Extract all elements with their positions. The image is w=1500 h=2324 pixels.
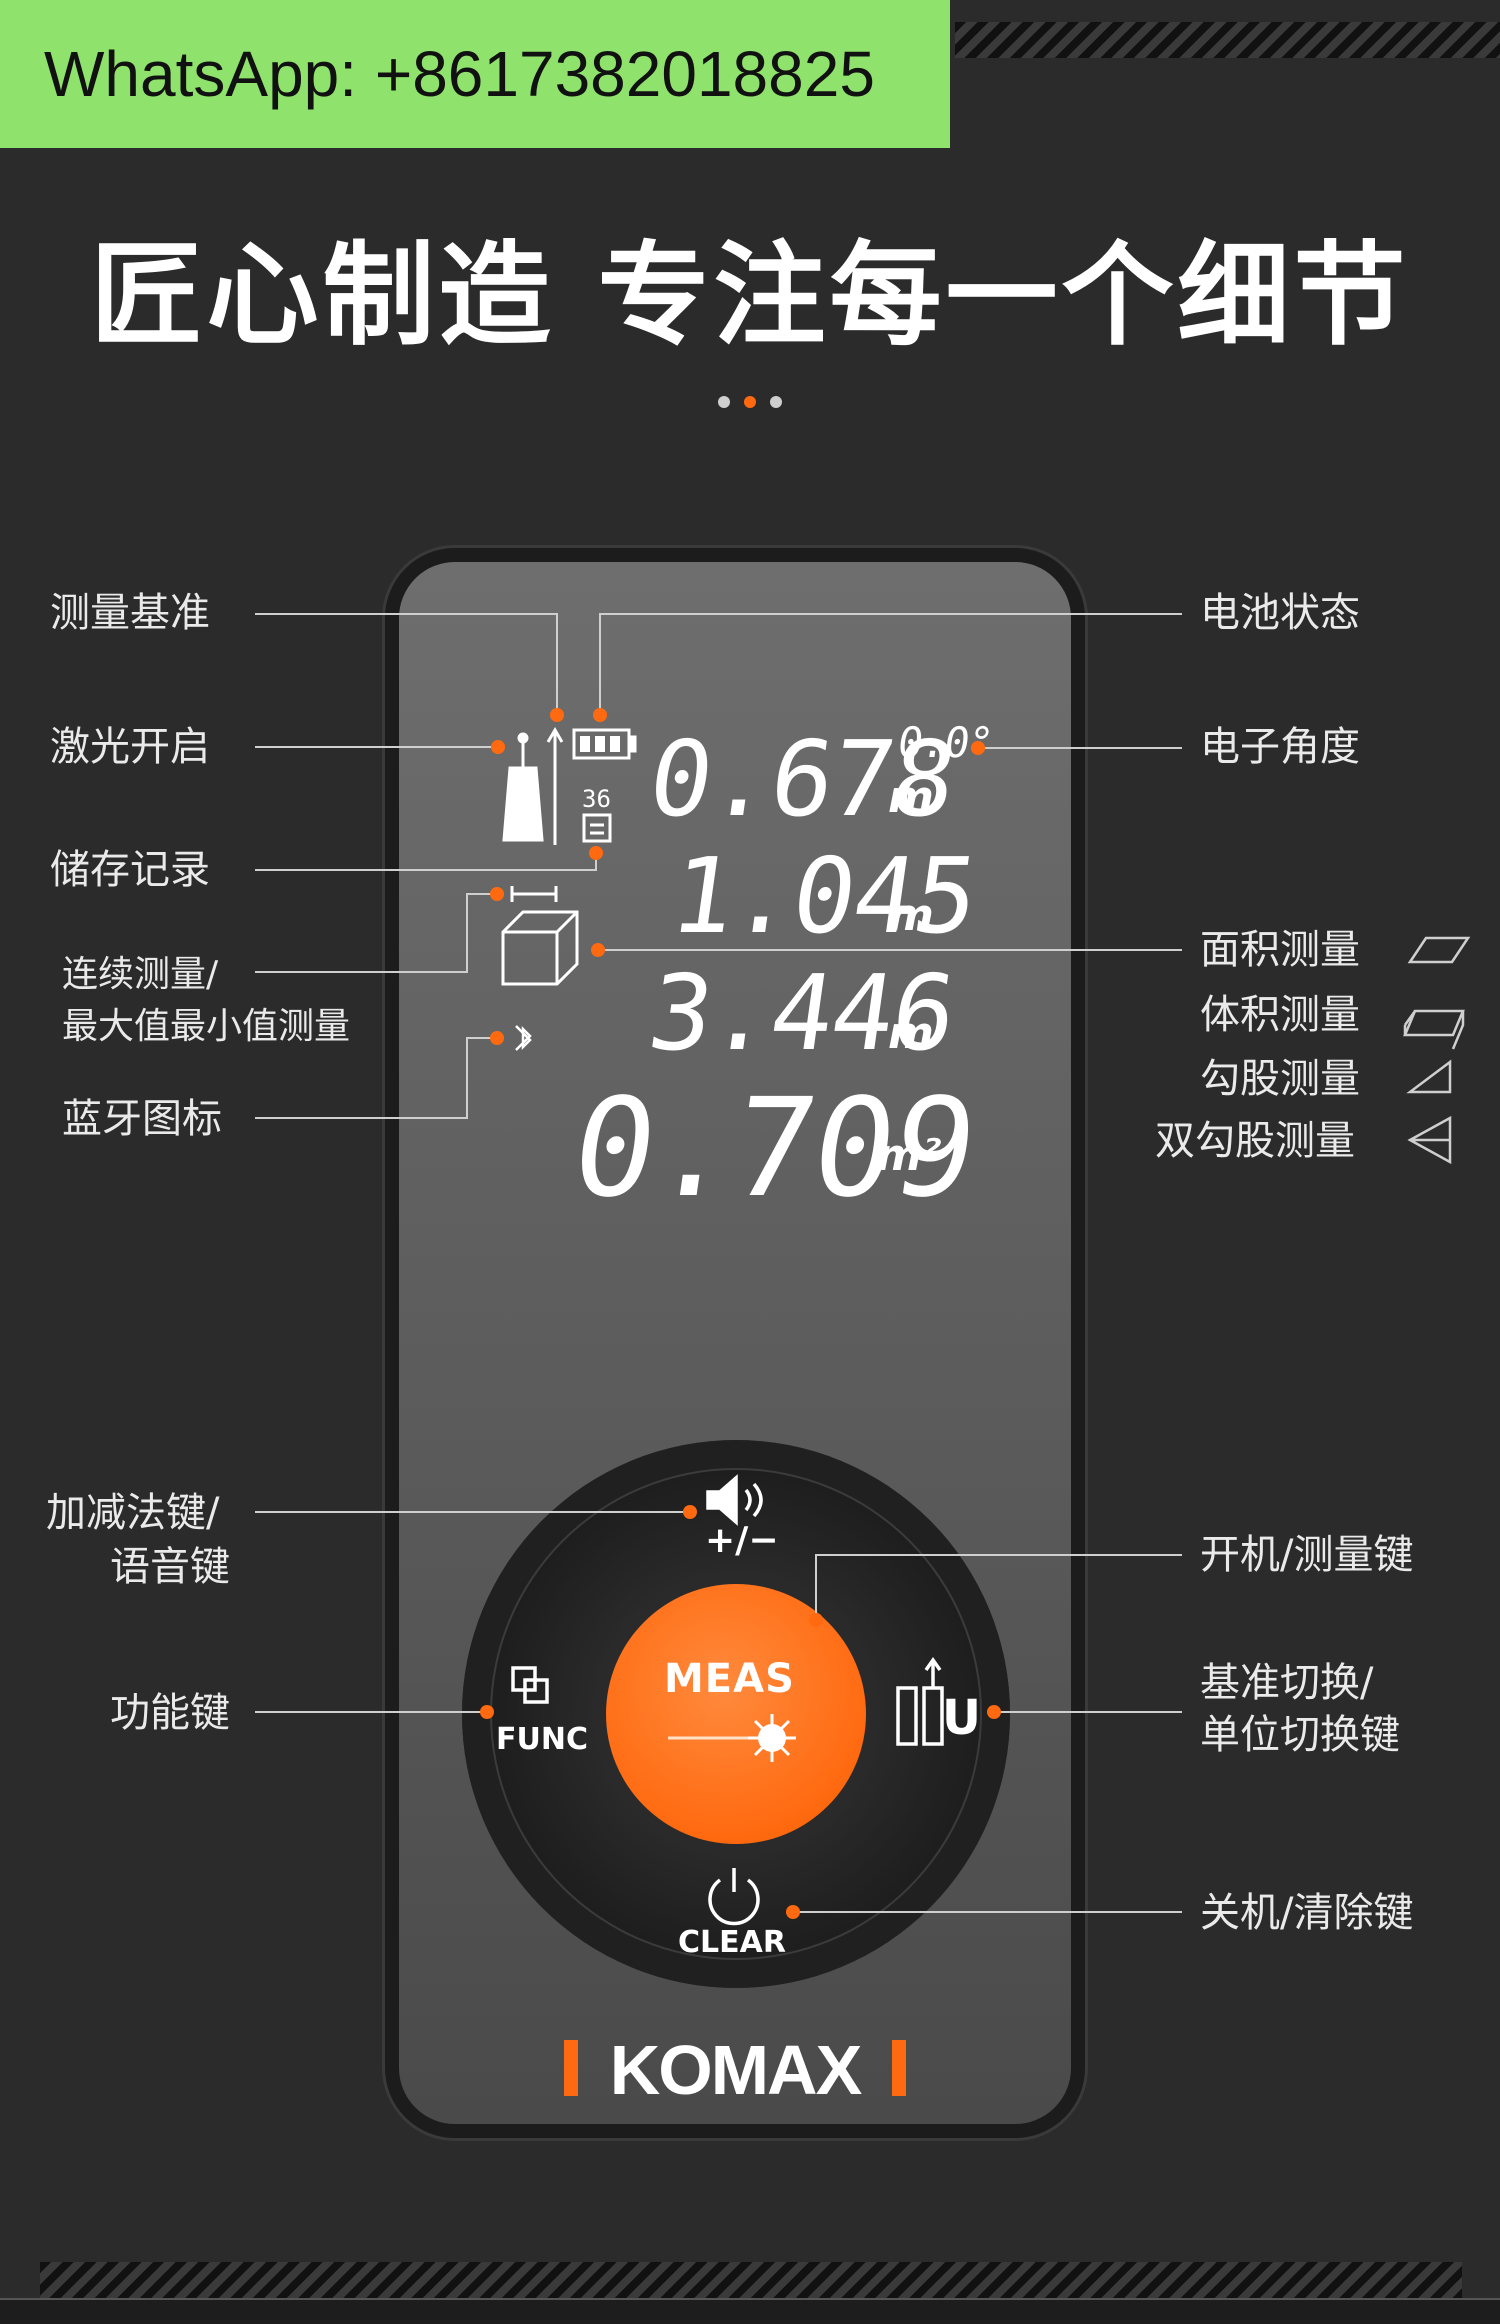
leader-reference xyxy=(255,613,558,715)
anchor-dot xyxy=(490,887,504,901)
anchor-dot xyxy=(490,1031,504,1045)
headline: 匠心制造 专注每一个细节 xyxy=(90,231,1410,361)
label-plus-minus: 加减法键/ xyxy=(46,1490,220,1536)
leader-battery xyxy=(599,613,1182,715)
label-angle: 电子角度 xyxy=(1200,724,1360,770)
memory-index: 36 xyxy=(582,785,611,813)
anchor-dot xyxy=(591,943,605,957)
display-row-4-unit: m² xyxy=(876,1130,942,1181)
memory-icon xyxy=(582,813,612,843)
meas-button[interactable]: MEAS xyxy=(606,1584,866,1844)
whatsapp-watermark: WhatsApp: +8617382018825 xyxy=(0,0,950,148)
anchor-dot xyxy=(593,708,607,722)
label-memory: 储存记录 xyxy=(50,847,210,893)
label-reference-switch: 基准切换/ xyxy=(1200,1660,1374,1706)
carousel-dots xyxy=(0,396,1500,408)
display-row-2-unit: m xyxy=(888,890,934,941)
bottom-bar xyxy=(0,2298,1500,2324)
bluetooth-icon xyxy=(515,1025,532,1051)
decorative-stripe-bottom xyxy=(40,2262,1462,2298)
anchor-dot xyxy=(809,1613,823,1627)
label-bluetooth: 蓝牙图标 xyxy=(62,1096,222,1142)
leader-bluetooth xyxy=(255,1037,497,1119)
carousel-dot[interactable] xyxy=(744,396,756,408)
clear-label: CLEAR xyxy=(678,1925,786,1960)
label-reference: 测量基准 xyxy=(50,590,210,636)
label-volume: 体积测量 xyxy=(1200,992,1360,1038)
power-icon xyxy=(708,1868,760,1926)
label-maxmin: 最大值最小值测量 xyxy=(62,1006,351,1047)
area-icon xyxy=(1407,936,1471,964)
reference-unit-icon xyxy=(896,1656,944,1746)
leader-continuous xyxy=(255,893,497,973)
anchor-dot xyxy=(786,1905,800,1919)
anchor-dot xyxy=(971,741,985,755)
display-row-3-unit: m xyxy=(888,1008,934,1059)
laser-icon xyxy=(668,1714,796,1762)
double-triangle-icon xyxy=(1407,1115,1452,1165)
unit-label: U xyxy=(942,1690,981,1746)
label-battery: 电池状态 xyxy=(1200,590,1360,636)
label-off-clear: 关机/清除键 xyxy=(1200,1890,1414,1936)
label-func-key: 功能键 xyxy=(110,1690,230,1736)
display-row-1-unit: m xyxy=(888,772,934,823)
func-label: FUNC xyxy=(496,1722,588,1757)
label-pythagoras: 勾股测量 xyxy=(1200,1056,1360,1102)
anchor-dot xyxy=(589,846,603,860)
leader-memory xyxy=(255,853,597,871)
anchor-dot xyxy=(480,1705,494,1719)
label-laser-on: 激光开启 xyxy=(50,724,210,770)
cube-icon xyxy=(501,910,579,986)
plus-minus-label: +/− xyxy=(705,1520,779,1561)
range-icon xyxy=(510,886,558,902)
brand-logo: KOMAX xyxy=(609,2031,863,2109)
carousel-dot[interactable] xyxy=(770,396,782,408)
label-double-pythagoras: 双勾股测量 xyxy=(1155,1118,1355,1164)
anchor-dot xyxy=(683,1505,697,1519)
battery-icon xyxy=(572,728,637,760)
triangle-icon xyxy=(1406,1059,1452,1094)
device-icon xyxy=(502,727,564,845)
func-icon xyxy=(511,1666,549,1704)
meas-label: MEAS xyxy=(664,1656,795,1702)
speaker-icon xyxy=(706,1474,763,1526)
leader-power xyxy=(815,1554,1182,1620)
anchor-dot xyxy=(987,1705,1001,1719)
decorative-stripe-top xyxy=(955,22,1500,58)
brand-bar-left xyxy=(564,2040,578,2096)
label-voice: 语音键 xyxy=(110,1544,230,1590)
brand-bar-right xyxy=(892,2040,906,2096)
label-area: 面积测量 xyxy=(1200,927,1360,973)
anchor-dot xyxy=(491,740,505,754)
label-unit-switch: 单位切换键 xyxy=(1200,1712,1400,1758)
carousel-dot[interactable] xyxy=(718,396,730,408)
volume-icon xyxy=(1403,1009,1465,1050)
label-power-measure: 开机/测量键 xyxy=(1200,1532,1414,1578)
anchor-dot xyxy=(550,708,564,722)
label-continuous: 连续测量/ xyxy=(62,954,219,995)
